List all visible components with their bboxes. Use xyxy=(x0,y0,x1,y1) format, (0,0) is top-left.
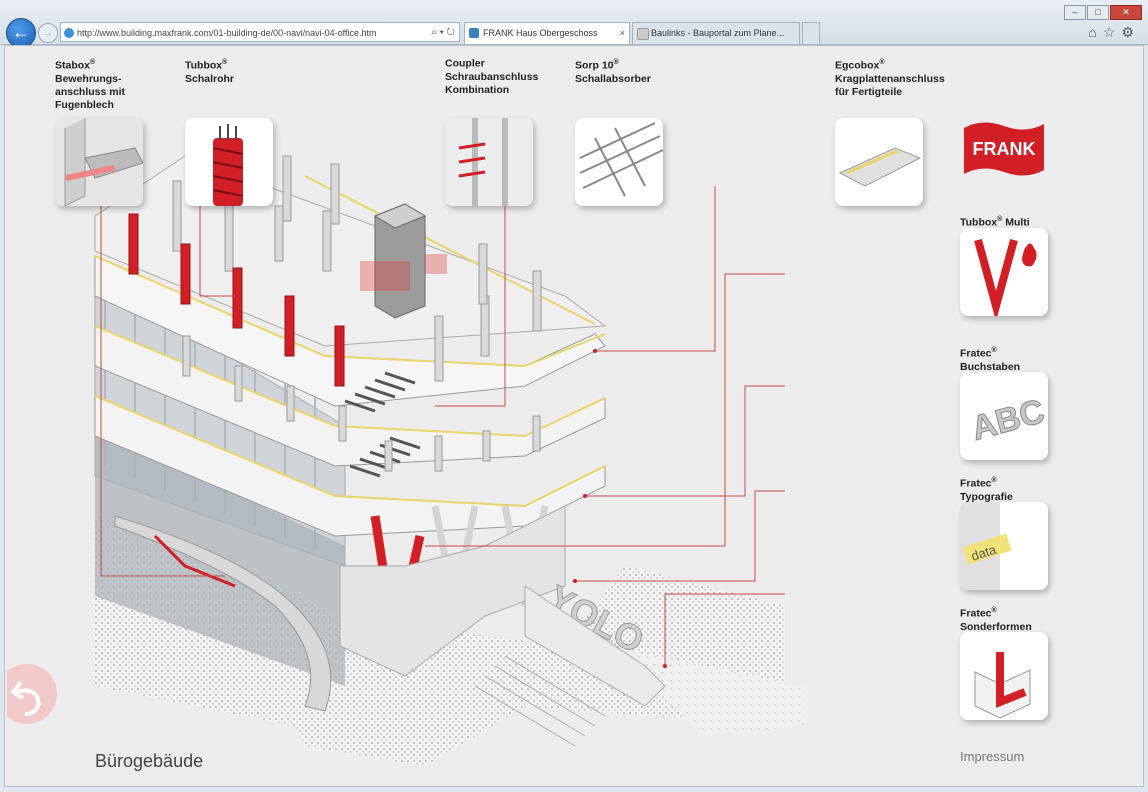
letters-abc-icon: ABC xyxy=(967,392,1048,449)
building-base xyxy=(339,505,566,677)
tab-frank-haus[interactable]: FRANK Haus Obergeschoss × xyxy=(464,22,630,44)
tab-close-icon[interactable]: × xyxy=(619,28,625,38)
sorp-icon xyxy=(579,122,663,197)
label-egcobox[interactable]: Egcobox®Kragplattenanschluss für Fertigt… xyxy=(835,59,945,98)
thumb-egcobox[interactable] xyxy=(835,118,923,206)
tubbox-columns-red xyxy=(128,213,345,387)
maximize-button[interactable]: □ xyxy=(1087,5,1109,20)
label-tubbox-multi[interactable]: Tubbox® Multi xyxy=(960,216,1030,229)
back-arrow-icon[interactable]: ← xyxy=(6,18,36,48)
tab-favicon-icon xyxy=(469,28,479,38)
thumb-fratec-sonderformen[interactable] xyxy=(960,632,1048,720)
logo-text: FRANK xyxy=(973,139,1036,159)
browser-toolbar: ← → http://www.building.maxfrank.com/01-… xyxy=(0,0,1148,48)
thumb-sorp[interactable] xyxy=(575,118,663,206)
connector-lines xyxy=(100,186,785,666)
frank-logo-icon: FRANK xyxy=(964,122,1044,176)
label-tubbox[interactable]: Tubbox®Schalrohr xyxy=(185,59,235,85)
new-tab-button[interactable] xyxy=(802,22,820,44)
home-icon[interactable]: ⌂ xyxy=(1088,24,1103,40)
special-shapes-icon xyxy=(974,652,1031,719)
tab-label: Baulinks - Bauportal zum Plane... xyxy=(651,28,785,38)
minimize-button[interactable]: – xyxy=(1064,5,1086,20)
thumb-stabox[interactable] xyxy=(55,118,143,206)
address-tools[interactable]: ⌕ ▾ ↻ xyxy=(431,27,455,38)
label-fratec-sonderformen[interactable]: Fratec®Sonderformen xyxy=(960,607,1032,633)
gear-icon[interactable]: ⚙ xyxy=(1121,24,1140,40)
back-arrow-circle-icon xyxy=(0,664,57,724)
tubbox-icon xyxy=(212,124,244,206)
address-bar[interactable]: http://www.building.maxfrank.com/01-buil… xyxy=(60,22,460,42)
browser-nav-icons: ⌂☆⚙ xyxy=(1088,24,1140,41)
label-fratec-buchstaben[interactable]: Fratec®Buchstaben xyxy=(960,347,1021,373)
stairs-upper xyxy=(344,371,416,413)
label-sorp[interactable]: Sorp 10®Schallabsorber xyxy=(575,59,651,85)
page-content: YOLO Stabox®Bewehr xyxy=(0,45,1144,787)
abc-text: ABC xyxy=(968,392,1048,448)
stabox-icon xyxy=(55,118,143,206)
egcobox-icon xyxy=(838,147,922,187)
window-controls: –□✕ xyxy=(1063,2,1142,20)
page-title: Bürogebäude xyxy=(95,751,204,771)
frank-logo[interactable]: FRANK xyxy=(960,114,1048,184)
thumb-fratec-buchstaben[interactable]: ABC xyxy=(960,372,1048,460)
address-url: http://www.building.maxfrank.com/01-buil… xyxy=(77,28,377,38)
impressum-link[interactable]: Impressum xyxy=(960,749,1025,764)
favicon-icon xyxy=(64,28,74,38)
coupler-icon xyxy=(445,118,533,206)
thumb-tubbox-multi[interactable] xyxy=(960,228,1048,316)
tab-favicon-icon xyxy=(637,28,649,40)
curved-wall xyxy=(114,515,332,712)
close-button[interactable]: ✕ xyxy=(1110,5,1142,20)
thumb-fratec-typografie[interactable]: data xyxy=(960,502,1048,590)
thumb-tubbox[interactable] xyxy=(185,118,273,206)
tab-baulinks[interactable]: Baulinks - Bauportal zum Plane... xyxy=(632,22,800,44)
typography-data-icon: data xyxy=(960,502,1012,590)
tab-label: FRANK Haus Obergeschoss xyxy=(483,28,598,38)
ground-gravel-right xyxy=(605,646,805,736)
elevator-core xyxy=(360,203,447,319)
forward-arrow-icon[interactable]: → xyxy=(38,23,58,43)
label-fratec-typografie[interactable]: Fratec®Typografie xyxy=(960,477,1013,503)
tubbox-multi-icon xyxy=(974,238,1037,316)
label-stabox[interactable]: Stabox®Bewehrungs- anschluss mit Fugenbl… xyxy=(55,59,126,111)
thumb-coupler[interactable] xyxy=(445,118,533,206)
back-navigation-button[interactable] xyxy=(0,664,59,724)
favorites-star-icon[interactable]: ☆ xyxy=(1102,24,1122,40)
entrance-stairs xyxy=(474,655,606,747)
